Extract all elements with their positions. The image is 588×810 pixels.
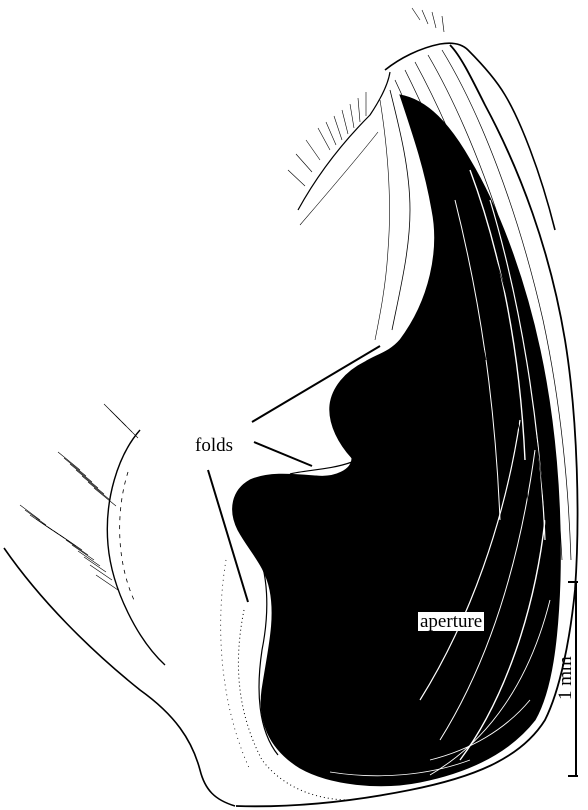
- shell-lobe-ridge-inner: [120, 472, 134, 600]
- aperture-region: [233, 95, 561, 786]
- scale-bar-label: 1 mm: [556, 656, 575, 700]
- shell-lower-lobe-outline: [4, 548, 235, 806]
- shell-lobe-ridge: [107, 430, 165, 665]
- inner-whorl: [390, 90, 410, 330]
- shell-upper-edge-fine: [300, 132, 378, 225]
- inner-whorl: [375, 100, 390, 340]
- folds-pointer-middle: [254, 442, 312, 466]
- folds-label: folds: [194, 436, 234, 455]
- aperture-label: aperture: [418, 612, 484, 631]
- growth-lines-left: [20, 404, 138, 590]
- shell-upper-edge: [298, 72, 390, 210]
